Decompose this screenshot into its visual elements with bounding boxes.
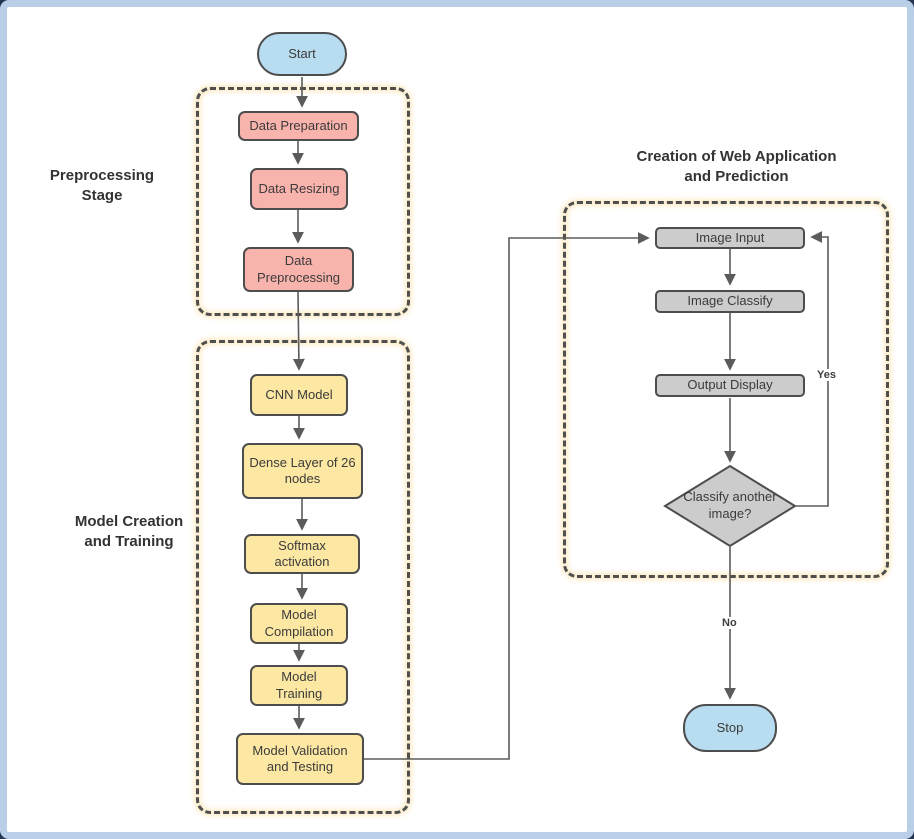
label-model-creation-training: Model Creation and Training xyxy=(74,513,184,551)
decision-diamond-shape xyxy=(663,464,797,548)
label-preprocessing-stage: Preprocessing Stage xyxy=(49,167,155,205)
group-model-creation-training xyxy=(196,340,410,814)
node-data-preprocessing: Data Preprocessing xyxy=(243,247,354,292)
group-preprocessing-stage xyxy=(196,87,410,316)
edge-validation-imageinput xyxy=(364,232,650,760)
group-web-application xyxy=(563,201,889,578)
node-softmax-activation: Softmax activation xyxy=(244,534,360,574)
node-image-classify: Image Classify xyxy=(655,290,805,313)
node-stop: Stop xyxy=(683,704,777,752)
node-model-validation: Model Validation and Testing xyxy=(236,733,364,785)
edge-label-yes: Yes xyxy=(815,369,838,381)
edge-label-no: No xyxy=(720,617,739,629)
node-model-compilation: Model Compilation xyxy=(250,603,348,644)
node-classify-decision: Classify another image? xyxy=(683,489,777,521)
node-image-input: Image Input xyxy=(655,227,805,249)
node-output-display: Output Display xyxy=(655,374,805,397)
node-data-resizing: Data Resizing xyxy=(250,168,348,210)
node-start: Start xyxy=(257,32,347,76)
node-data-preparation: Data Preparation xyxy=(238,111,359,141)
label-web-application-title: Creation of Web Application and Predicti… xyxy=(636,148,837,186)
node-model-training: Model Training xyxy=(250,665,348,706)
node-cnn-model: CNN Model xyxy=(250,374,348,416)
edge-datapreprocessing-cnn xyxy=(292,291,305,371)
node-dense-layer: Dense Layer of 26 nodes xyxy=(242,443,363,499)
